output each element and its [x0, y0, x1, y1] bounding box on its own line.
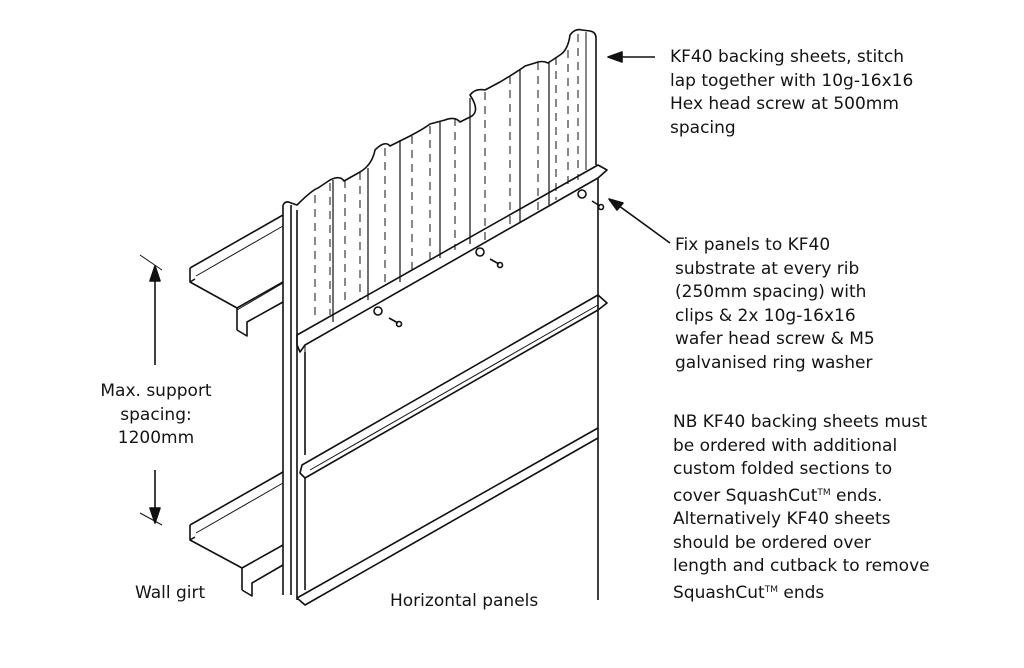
leader-arrows: [607, 51, 671, 244]
label-line: spacing:: [120, 404, 192, 425]
label-line: clips & 2x 10g-16x16: [675, 305, 856, 326]
label-line: 1200mm: [117, 428, 195, 448]
label-line: Fix panels to KF40: [675, 235, 831, 255]
label-line: substrate at every rib: [675, 258, 860, 279]
upper-wall-girt: [189, 214, 284, 337]
label-line: NB KF40 backing sheets must: [673, 412, 928, 432]
note-label: NB KF40 backing sheets must be ordered w…: [673, 411, 930, 605]
label-line: galvanised ring washer: [675, 352, 873, 373]
text: ends.: [830, 485, 883, 506]
label-line: Hex head screw at 500mm: [670, 94, 899, 114]
wall-girt-label: Wall girt: [135, 583, 206, 603]
text: ends: [777, 582, 825, 603]
label-line: Alternatively KF40 sheets: [673, 509, 891, 529]
label-line: custom folded sections to: [673, 459, 893, 479]
label-line: wafer head screw & M5: [675, 329, 875, 349]
support-spacing-label: Max. support spacing: 1200mm: [96, 380, 216, 451]
trademark: TM: [764, 584, 778, 595]
label-line: (250mm spacing) with: [675, 282, 867, 302]
horizontal-panels-label: Horizontal panels: [390, 591, 539, 611]
backing-sheets-label: KF40 backing sheets, stitch lap together…: [670, 46, 913, 140]
text: SquashCut: [673, 582, 765, 603]
text: cover SquashCut: [673, 485, 818, 506]
fixing-screws: [373, 189, 605, 328]
label-line: cover SquashCutTM ends.: [673, 482, 930, 509]
label-line: SquashCutTM ends: [673, 579, 930, 606]
label-line: lap together with 10g-16x16: [670, 70, 914, 91]
label-line: Max. support: [100, 381, 212, 401]
backing-sheet: [282, 28, 597, 600]
horizontal-panels: [296, 164, 608, 606]
label-line: length and cutback to remove: [673, 556, 930, 576]
fix-panels-label: Fix panels to KF40 substrate at every ri…: [675, 234, 875, 375]
label-line: should be ordered over: [673, 532, 871, 553]
label-line: KF40 backing sheets, stitch: [670, 47, 904, 67]
trademark: TM: [817, 487, 831, 498]
support-spacing-dimension: [139, 254, 163, 526]
lower-wall-girt: [189, 471, 284, 597]
label-line: be ordered with additional: [673, 435, 898, 456]
label-line: spacing: [670, 117, 736, 138]
